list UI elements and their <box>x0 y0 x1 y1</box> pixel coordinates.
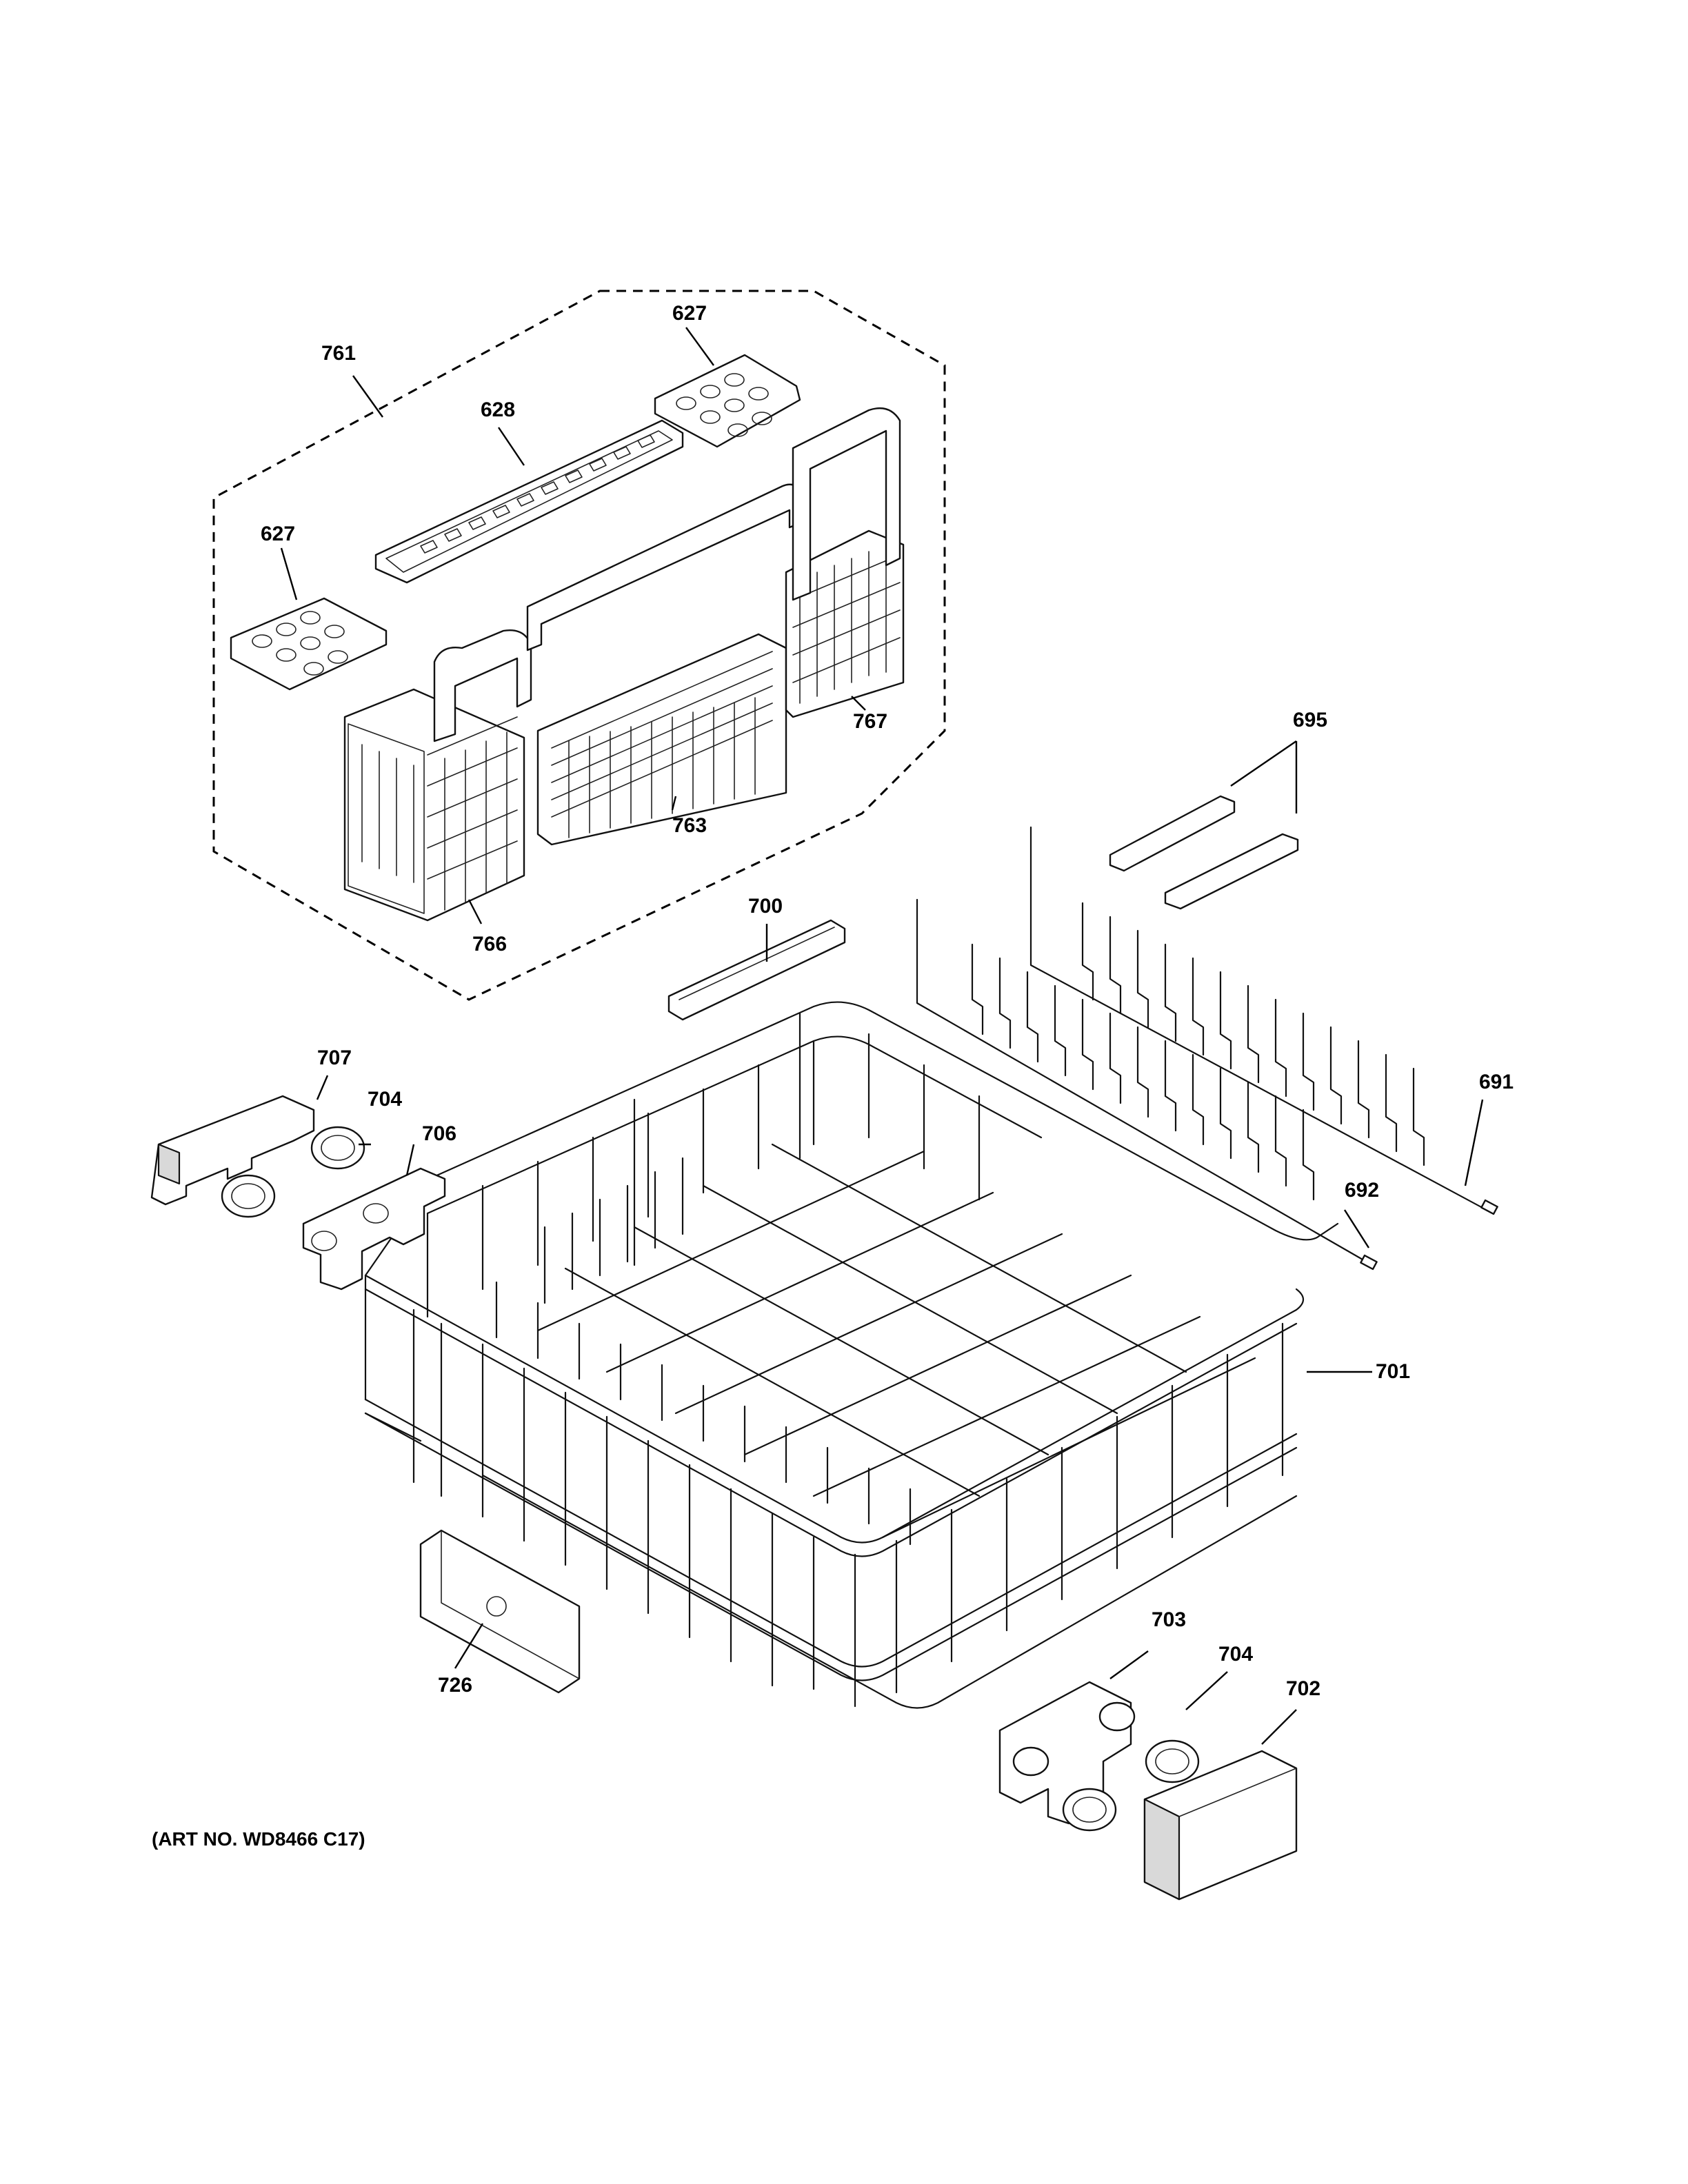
wheel-704-upper <box>221 1126 365 1218</box>
rack-adjuster-706 <box>302 1167 446 1291</box>
basket-lid-628 <box>374 419 684 584</box>
art-number: (ART NO. WD8466 C17) <box>152 1828 365 1850</box>
tine-row-692 <box>916 898 1378 1271</box>
callout-763: 763 <box>672 814 707 837</box>
callout-707: 707 <box>317 1046 352 1069</box>
callout-726: 726 <box>438 1674 473 1697</box>
basket-lid-627-right <box>654 354 801 448</box>
rack-end-cap-702 <box>1143 1750 1298 1901</box>
callout-700: 700 <box>748 895 783 918</box>
callout-695: 695 <box>1293 709 1328 731</box>
callout-704-lower: 704 <box>1218 1643 1254 1666</box>
tine-clips-695 <box>1109 795 1299 910</box>
basket-assembly-outline <box>212 290 946 1001</box>
callout-702: 702 <box>1286 1677 1321 1700</box>
tine-row-691 <box>1029 826 1498 1215</box>
callout-706: 706 <box>422 1122 457 1145</box>
callout-703: 703 <box>1152 1608 1187 1631</box>
silverware-basket <box>343 407 905 922</box>
basket-lid-627-left <box>230 597 388 691</box>
callout-627-top: 627 <box>672 302 707 325</box>
callout-692: 692 <box>1345 1179 1380 1202</box>
callout-704-upper: 704 <box>368 1088 403 1111</box>
wheel-704-lower <box>1062 1739 1200 1832</box>
callout-761: 761 <box>321 342 356 365</box>
leader-lines <box>280 327 1484 1745</box>
rack-label-726 <box>419 1529 581 1694</box>
rack-adjuster-703 <box>998 1681 1136 1825</box>
callout-767: 767 <box>853 710 888 733</box>
rack-handle-700 <box>667 919 846 1021</box>
callout-766: 766 <box>472 933 508 956</box>
lower-rack-701 <box>364 1001 1339 1709</box>
callout-627-left: 627 <box>261 523 296 545</box>
callout-701: 701 <box>1376 1360 1411 1383</box>
callout-691: 691 <box>1479 1071 1514 1093</box>
rack-adjuster-707 <box>150 1095 315 1206</box>
callout-628: 628 <box>481 398 516 421</box>
